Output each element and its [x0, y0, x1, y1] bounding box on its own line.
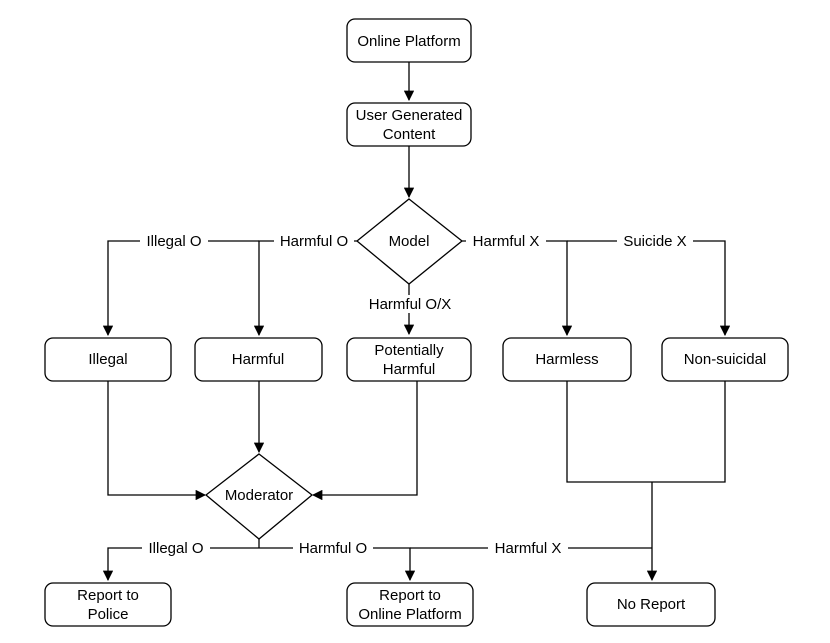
node-moderator-label: Moderator — [225, 487, 293, 504]
node-harmful-label: Harmful — [232, 351, 285, 368]
node-harmful — [194, 337, 323, 382]
node-model-decision — [355, 198, 464, 285]
label-harmful-o: Harmful O — [280, 233, 348, 250]
node-potentially-harmful — [346, 337, 472, 382]
label-moderator-harmful-x: Harmful X — [495, 540, 562, 557]
node-illegal-label: Illegal — [88, 351, 127, 368]
node-ugc-label-line2: Content — [383, 126, 436, 143]
label-illegal-o: Illegal O — [146, 233, 201, 250]
node-non-suicidal — [661, 337, 789, 382]
label-moderator-illegal-o: Illegal O — [148, 540, 203, 557]
label-suicide-x: Suicide X — [623, 233, 686, 250]
node-moderator-decision — [204, 453, 314, 540]
edge-potentially-to-moderator — [311, 381, 418, 501]
node-no-report-label: No Report — [617, 596, 686, 613]
node-non-suicidal-label: Non-suicidal — [684, 351, 767, 368]
node-online-platform — [346, 18, 472, 63]
node-report-police-line1: Report to — [77, 587, 139, 604]
edge-model-to-illegal — [102, 240, 259, 337]
node-online-platform-label: Online Platform — [357, 33, 460, 50]
node-illegal — [44, 337, 172, 382]
edge-model-to-non-suicidal — [567, 240, 731, 337]
node-no-report — [586, 582, 716, 627]
node-potentially-label-line2: Harmful — [383, 361, 436, 378]
node-model-label: Model — [389, 233, 430, 250]
node-report-police-line2: Police — [88, 606, 129, 623]
node-harmless-label: Harmless — [535, 351, 598, 368]
node-report-to-online-platform — [346, 582, 474, 627]
edge-illegal-to-moderator — [107, 381, 207, 501]
node-harmless — [502, 337, 632, 382]
node-potentially-label-line1: Potentially — [374, 342, 444, 359]
node-report-to-police — [44, 582, 172, 627]
node-report-platform-line2: Online Platform — [358, 606, 461, 623]
edge-harmless-merge — [566, 381, 726, 483]
label-harmful-ox: Harmful O/X — [369, 296, 452, 313]
node-user-generated-content — [346, 102, 472, 147]
label-moderator-harmful-o: Harmful O — [299, 540, 367, 557]
edge-model-to-harmless — [462, 240, 573, 337]
node-report-platform-line1: Report to — [379, 587, 441, 604]
node-ugc-label-line1: User Generated — [356, 107, 463, 124]
label-harmful-x: Harmful X — [473, 233, 540, 250]
edge-model-to-harmful — [253, 240, 357, 337]
